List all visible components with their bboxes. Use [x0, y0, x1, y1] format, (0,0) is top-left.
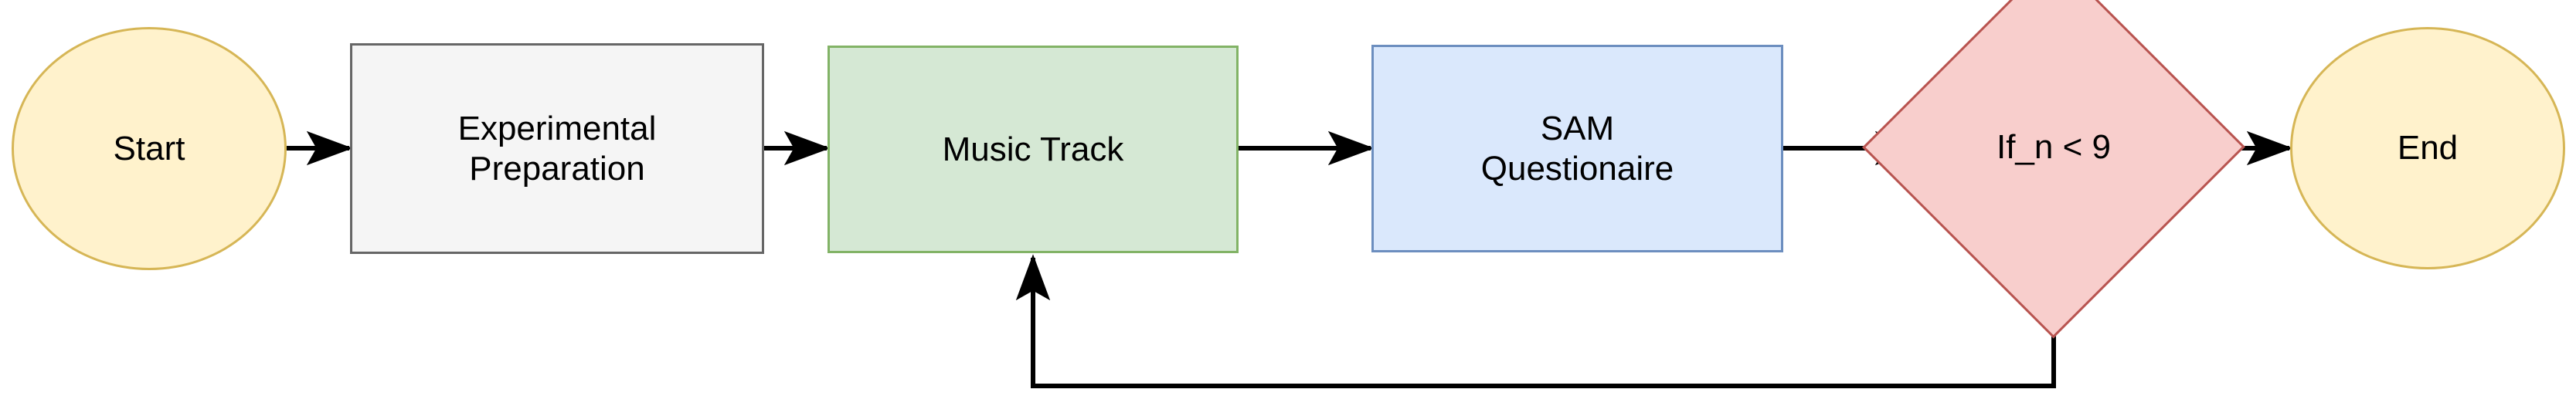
node-experimental-preparation[interactable]: Experimental Preparation — [350, 43, 764, 254]
node-experimental-preparation-label: Experimental Preparation — [457, 109, 657, 188]
node-music-track[interactable]: Music Track — [828, 46, 1239, 253]
node-decision-if-n-label: If_n < 9 — [1996, 127, 2111, 166]
node-end-label: End — [2397, 129, 2459, 167]
node-start-label: Start — [113, 129, 185, 167]
node-music-track-label: Music Track — [942, 130, 1124, 168]
node-decision-if-n[interactable]: If_n < 9 — [1862, 0, 2245, 339]
node-start[interactable]: Start — [12, 27, 287, 270]
node-sam-questionaire[interactable]: SAM Questionaire — [1371, 45, 1783, 252]
edge-decision-loop-to-music-track — [1015, 254, 2056, 388]
node-end[interactable]: End — [2290, 27, 2565, 269]
node-sam-questionaire-label: SAM Questionaire — [1480, 109, 1674, 188]
